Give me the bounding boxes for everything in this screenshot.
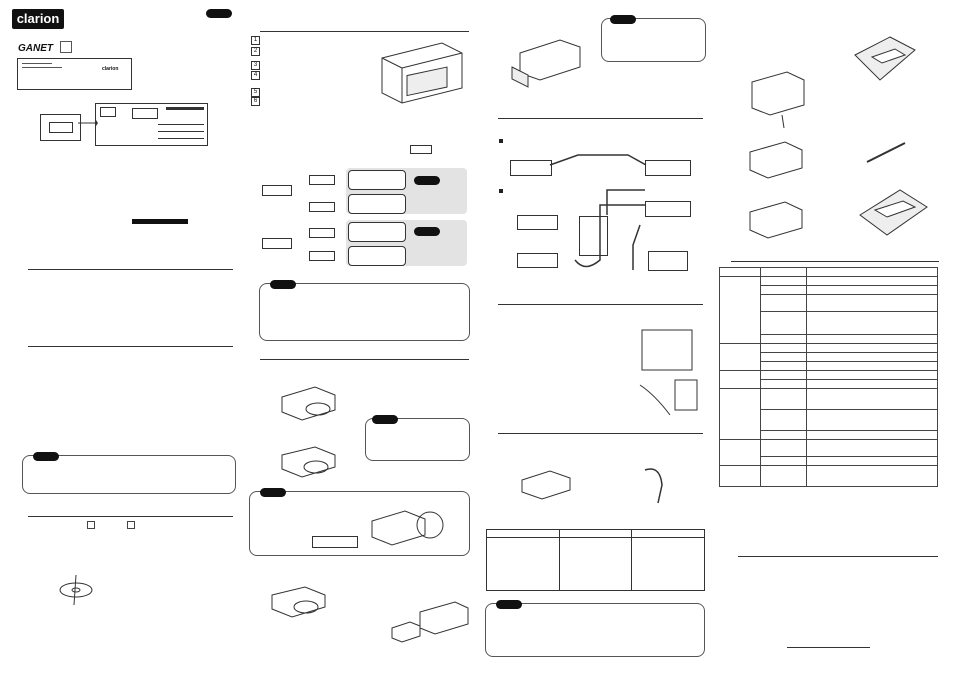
note-box [365,415,470,461]
note-box [259,280,470,341]
component-box [645,160,691,176]
cable-line [549,154,647,166]
note-box [249,488,470,556]
section-rule [28,516,233,517]
magazine-illustration [281,446,336,478]
note-box [22,452,236,494]
rating-label-box [95,103,208,146]
callout-6: 6 [251,97,260,106]
disc-icon [87,521,95,529]
unit-illustration [521,470,571,500]
changer-open-illustration [511,39,581,88]
troubleshooting-table [719,267,938,487]
section-rule [260,31,469,32]
note-box [601,15,706,62]
angle-table [486,529,705,591]
serial-label-box [40,114,81,141]
section-rule [28,346,233,347]
section-rule [260,359,469,360]
bracket-illustration [639,329,698,416]
section-rule [498,433,703,434]
component-box [510,160,552,176]
callout-5: 5 [251,88,260,97]
section-rule [28,269,233,270]
unit-front-label: clarion [17,58,132,90]
callout-1: 1 [251,36,260,45]
callout-3: 3 [251,61,260,70]
disc-icon [127,521,135,529]
redacted-bar [132,219,188,224]
magazine-illustration [271,586,326,618]
bullet [499,189,503,193]
flow-box [262,185,292,196]
footer-rule [787,647,870,648]
interface-box [579,216,608,256]
language-tag [206,9,232,18]
callout-4: 4 [251,71,260,80]
arrow-icon [78,120,98,126]
mounting-illustration [751,71,805,129]
component-box [645,201,691,217]
mounting-illustration [749,141,803,179]
flow-box [262,238,292,249]
section-rule [731,261,939,262]
section-rule [498,304,703,305]
note-box [485,600,705,657]
section-rule [738,556,938,557]
flow-box [309,228,335,238]
result-panel [346,168,467,214]
screwdriver-icon [866,142,906,163]
bracket-icon [644,468,663,504]
changer-unit-illustration [381,42,463,104]
magazine-illustration [281,386,336,421]
note-tag [33,452,59,461]
flow-box [309,251,335,261]
callout-2: 2 [251,47,260,56]
section-rule [498,118,703,119]
result-panel [346,220,467,266]
disc-handling-illustration [59,574,93,606]
flow-box [309,175,335,185]
mounting-illustration [859,189,928,236]
component-box [517,215,558,230]
wiring-diagram [574,189,645,270]
insert-magazine-illustration [391,601,469,643]
bullet [499,139,503,143]
product-line-logo: GANET [18,43,53,54]
mounting-illustration [749,201,803,239]
disc-logo-icon [60,41,72,53]
label-brand: clarion [102,66,119,72]
clarion-logo: clarion [12,9,64,29]
indicator-icon [410,145,432,154]
component-box [648,251,688,271]
flow-box [309,202,335,212]
mounting-illustration [854,36,916,81]
component-box [517,253,558,268]
